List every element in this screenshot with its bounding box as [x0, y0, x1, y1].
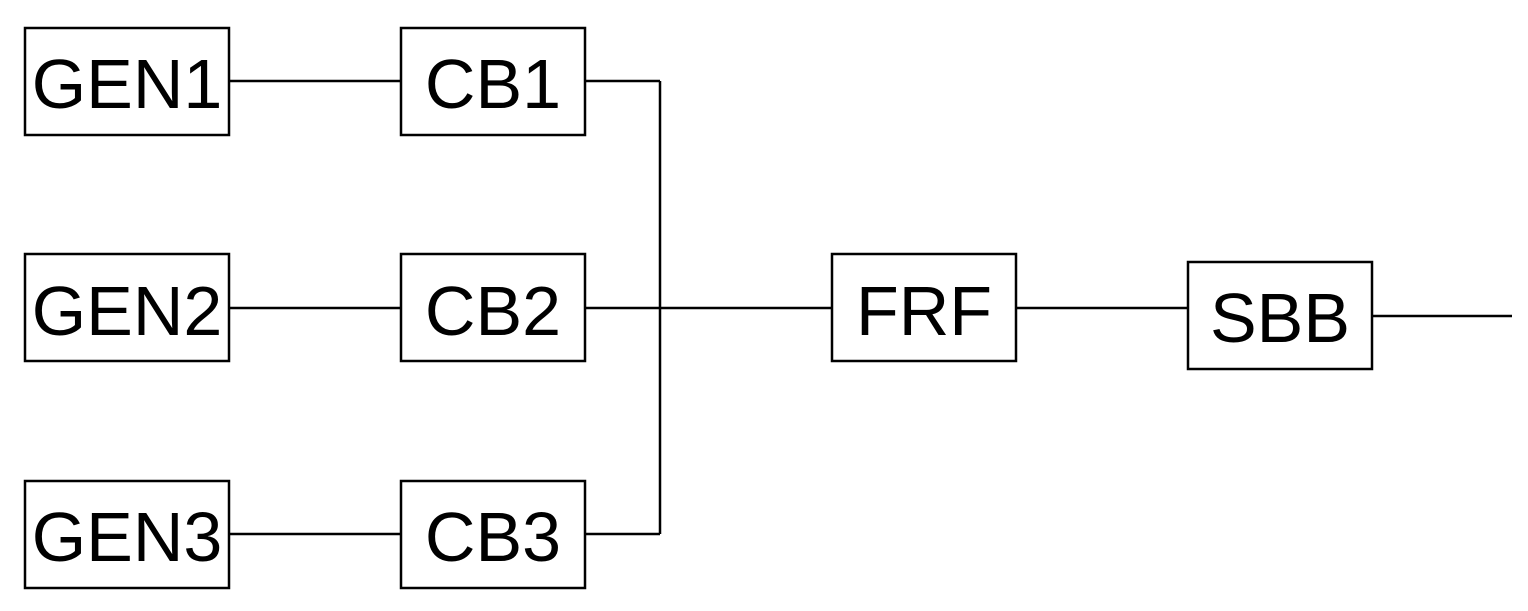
node-frf-label: FRF [856, 272, 992, 350]
node-cb1: CB1 [399, 26, 587, 137]
node-gen2-label: GEN2 [32, 272, 223, 350]
node-gen2: GEN2 [23, 252, 231, 363]
node-cb3-label: CB3 [425, 498, 561, 576]
node-cb2-label: CB2 [425, 272, 561, 350]
node-gen3-label: GEN3 [32, 498, 223, 576]
node-sbb: SBB [1186, 260, 1374, 371]
node-cb1-label: CB1 [425, 45, 561, 123]
node-cb2: CB2 [399, 252, 587, 363]
node-sbb-label: SBB [1210, 279, 1350, 357]
node-gen3: GEN3 [23, 479, 231, 590]
node-gen1-label: GEN1 [32, 45, 223, 123]
node-frf: FRF [830, 252, 1018, 363]
node-cb3: CB3 [399, 479, 587, 590]
node-gen1: GEN1 [23, 26, 231, 137]
